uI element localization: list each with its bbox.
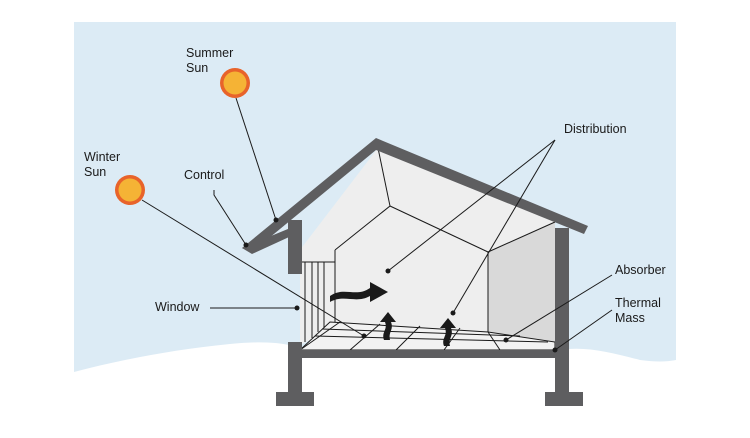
- distribution-arrow-horizontal: [330, 282, 388, 302]
- interior-edges: [334, 147, 556, 332]
- label-summer-sun-line2: Sun: [186, 61, 208, 75]
- leader-dots: [243, 217, 558, 353]
- distribution-arrow-up-2: [440, 318, 456, 346]
- window: [300, 261, 335, 342]
- label-winter-sun-line2: Sun: [84, 165, 106, 179]
- roof: [242, 138, 588, 252]
- interior-right-wall: [488, 222, 555, 342]
- interior-ceiling: [300, 148, 555, 252]
- ground: [74, 342, 676, 416]
- floor-beam: [298, 350, 556, 358]
- label-control: Control: [184, 168, 224, 182]
- front-wall-upper: [288, 220, 302, 274]
- label-distribution: Distribution: [564, 122, 627, 136]
- leader-lines: [141, 97, 613, 351]
- label-winter-sun-line1: Winter: [84, 150, 120, 164]
- label-window: Window: [155, 300, 200, 314]
- footing-left: [276, 392, 314, 406]
- label-summer-sun-line1: Summer: [186, 46, 233, 60]
- summer-sun: [220, 68, 250, 98]
- label-absorber: Absorber: [615, 263, 666, 277]
- label-thermal-mass-line1: Thermal: [615, 296, 661, 310]
- roof-overhang: [242, 224, 300, 254]
- rear-post: [555, 228, 569, 398]
- footing-right: [545, 392, 583, 406]
- winter-sun: [115, 175, 145, 205]
- distribution-arrow-up-1: [380, 312, 396, 340]
- label-thermal-mass-line2: Mass: [615, 311, 645, 325]
